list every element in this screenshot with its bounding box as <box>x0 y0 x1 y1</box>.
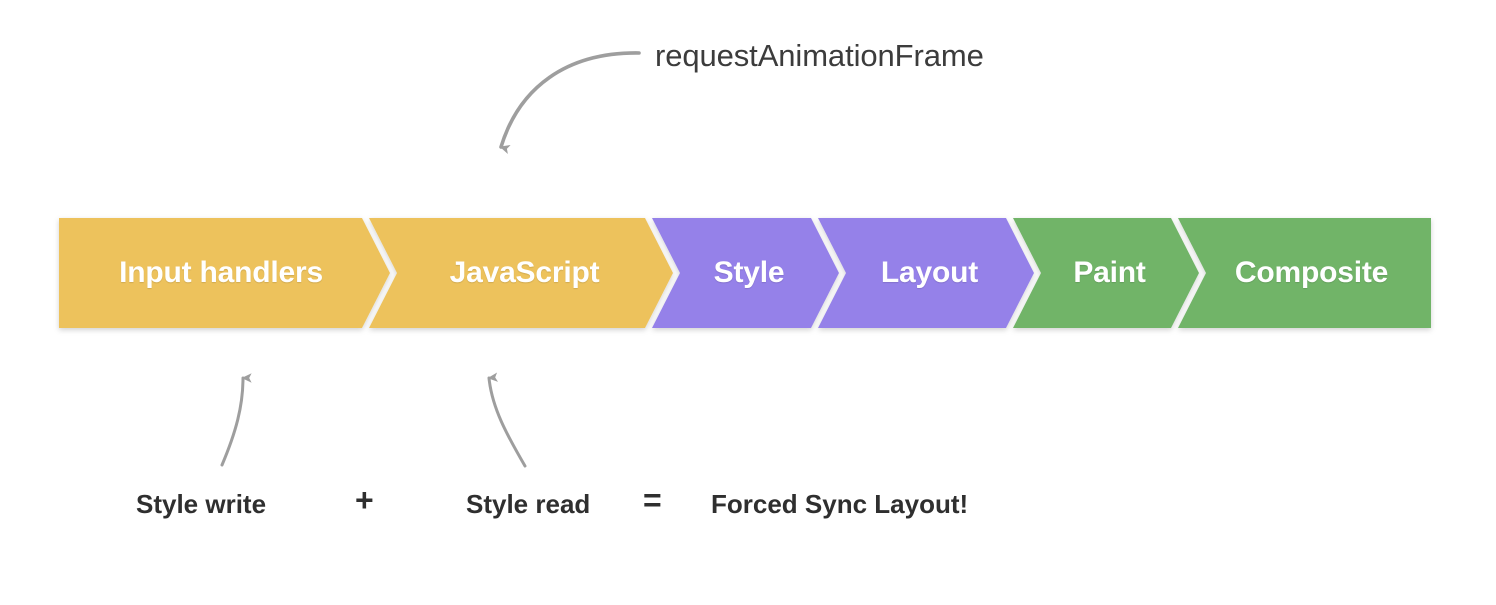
formula-term-style-read: Style read <box>466 489 591 519</box>
raf-arrow <box>499 51 641 155</box>
stage-label-composite[interactable]: Composite <box>1234 256 1389 289</box>
rendering-pipeline-bar: Input handlers JavaScript Style Layout P… <box>59 218 1431 328</box>
pipeline-shapes <box>59 218 1431 328</box>
style-write-arrow <box>220 373 252 467</box>
stage-shape-input-handlers[interactable] <box>59 218 390 328</box>
stage-shape-style[interactable] <box>652 218 839 328</box>
formula-equals-sign: = <box>643 482 662 518</box>
stage-shape-paint[interactable] <box>1013 218 1199 328</box>
stage-shape-layout[interactable] <box>818 218 1034 328</box>
stage-label-javascript[interactable]: JavaScript <box>449 256 600 289</box>
formula-result-forced-sync-layout: Forced Sync Layout! <box>711 489 969 519</box>
stage-shape-javascript[interactable] <box>369 218 673 328</box>
stage-shape-composite[interactable] <box>1178 218 1431 328</box>
formula-plus-sign: + <box>355 482 374 518</box>
request-animation-frame-label: requestAnimationFrame <box>655 38 984 73</box>
stage-label-paint[interactable]: Paint <box>1073 256 1146 289</box>
stage-label-layout[interactable]: Layout <box>880 256 979 289</box>
stage-label-input-handlers[interactable]: Input handlers <box>119 256 323 289</box>
style-read-arrow <box>487 372 527 468</box>
formula-term-style-write: Style write <box>136 489 267 519</box>
stage-label-style[interactable]: Style <box>713 256 785 289</box>
